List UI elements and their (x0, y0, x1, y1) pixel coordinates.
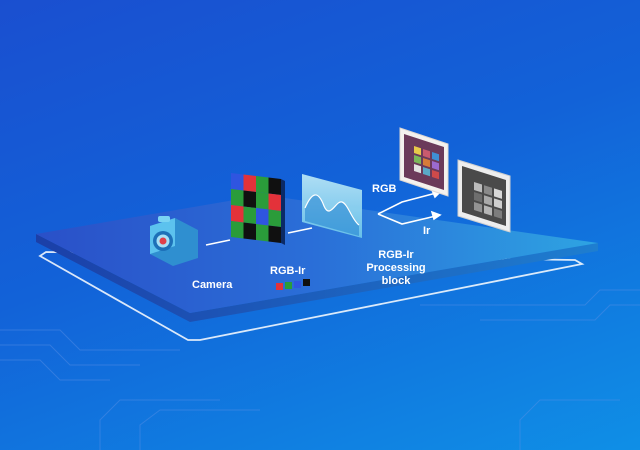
rgb-chart-patch (423, 158, 430, 168)
rgb-ir-label: RGB-Ir (270, 265, 306, 277)
waveform-icon (302, 174, 362, 238)
rgb-chart-patch (423, 149, 430, 159)
ir-image-icon (457, 159, 511, 233)
camera-label: Camera (192, 279, 233, 291)
rgb-chart-patch (414, 155, 421, 165)
platform-outline (38, 251, 585, 341)
circuit-traces (0, 289, 640, 450)
ir-output-label: Ir (423, 225, 431, 237)
ir-chart-patch (474, 182, 482, 193)
bayer-cell (268, 193, 281, 211)
rgb-chart-patch (414, 146, 421, 156)
rgb-chart-patch (432, 170, 439, 180)
bayer-cell (243, 206, 256, 224)
filter-legend (276, 279, 310, 290)
connector-lines (205, 227, 313, 246)
bayer-cell (231, 189, 244, 207)
ir-chart-patch (484, 185, 492, 196)
bayer-filter-icon (231, 173, 285, 245)
bayer-cell (256, 224, 269, 242)
arrow-icon (430, 210, 442, 221)
bayer-cell (256, 176, 269, 194)
ir-chart-patch (484, 195, 492, 206)
ir-chart-patch (474, 202, 482, 213)
rgb-chart-patch (432, 161, 439, 171)
ir-chart-patch (474, 192, 482, 203)
camera-icon (150, 216, 198, 266)
bayer-cell (243, 174, 256, 192)
rgb-chart-patch (414, 164, 421, 174)
ir-chart-patch (494, 208, 502, 219)
bayer-cell (256, 208, 269, 226)
rgb-chart-patch (423, 167, 430, 177)
bayer-side (281, 179, 285, 245)
bayer-cell (243, 190, 256, 208)
bayer-cell (268, 225, 281, 243)
bayer-cell (231, 221, 244, 239)
bayer-cell (243, 222, 256, 240)
bayer-cell (268, 209, 281, 227)
rgb-output-label: RGB (372, 183, 397, 195)
rgb-image-icon (399, 127, 449, 197)
bayer-cell (256, 192, 269, 210)
bayer-cell (231, 173, 244, 191)
ir-chart-patch (494, 198, 502, 209)
bayer-cell (268, 177, 281, 195)
rgb-chart-patch (432, 152, 439, 162)
bayer-cell (231, 205, 244, 223)
ir-chart-patch (494, 188, 502, 199)
ir-chart-patch (484, 205, 492, 216)
processing-block-label: RGB-Ir Processing block (366, 249, 426, 287)
